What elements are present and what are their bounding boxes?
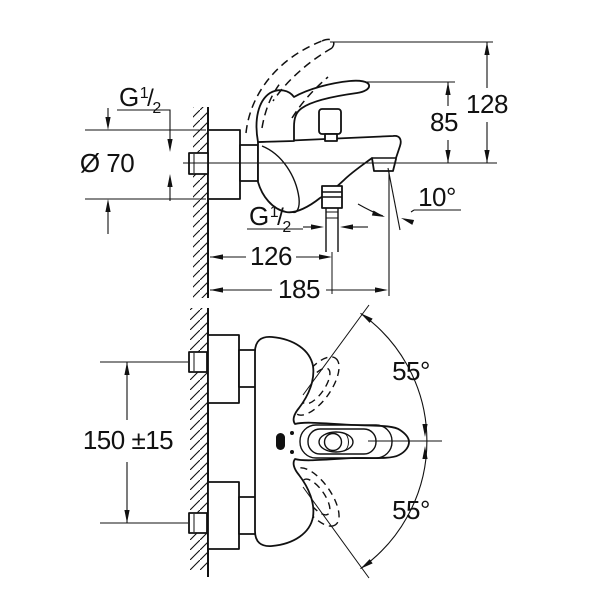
- swing-radial-upper: [302, 304, 370, 396]
- shower-outlet-pipe: [321, 185, 343, 294]
- lever-handle-side: [255, 79, 370, 143]
- front-view-drawing: [188, 304, 442, 579]
- dim-flange-diameter: Ø 70: [80, 108, 206, 234]
- dim-depth-185: 185: [210, 274, 388, 304]
- body-contour-line: [261, 145, 300, 214]
- faucet-body-spout: [257, 134, 402, 214]
- depth-126-label: 126: [250, 241, 292, 271]
- upper-escutcheon: [207, 334, 240, 404]
- swing-upper-label: 55°: [392, 356, 430, 386]
- dim-height-128: 128: [330, 41, 508, 163]
- wall-hatching-top: [193, 107, 209, 298]
- height-85-label: 85: [430, 107, 458, 137]
- dim-swing-55-top: 55°: [359, 311, 430, 437]
- upper-nipple: [188, 351, 208, 373]
- depth-185-label: 185: [278, 274, 320, 304]
- side-view-drawing: [183, 38, 497, 298]
- swing-lower-label: 55°: [392, 495, 430, 525]
- lower-escutcheon: [207, 481, 240, 550]
- dim-shower-thread: G1/2: [247, 201, 368, 236]
- dim-angle-10: 10°: [357, 167, 461, 296]
- dim-wall-thread: G1/2: [117, 82, 173, 201]
- height-128-label: 128: [466, 89, 508, 119]
- flange-escutcheon: [207, 129, 241, 200]
- dim-height-85: 85: [366, 81, 458, 163]
- flange-diameter-label: Ø 70: [80, 148, 134, 178]
- shower-thread-label: G1/2: [249, 201, 291, 236]
- dim-depth-126: 126: [210, 241, 332, 271]
- swing-arc: [360, 312, 428, 570]
- dim-mount-150: 150 ±15: [83, 361, 188, 524]
- dim-swing-55-bottom: 55°: [359, 446, 430, 571]
- wall-thread-label: G1/2: [119, 82, 161, 117]
- wall-hatching-bottom: [190, 308, 209, 577]
- spout-angle-label: 10°: [418, 182, 456, 212]
- diverter-knob: [318, 108, 342, 142]
- mount-distance-label: 150 ±15: [83, 425, 173, 455]
- swing-radial-lower: [302, 486, 370, 579]
- lower-nipple: [188, 512, 208, 534]
- lever-handle-raised-ghost: [245, 38, 335, 134]
- faucet-body-plan: [254, 336, 410, 547]
